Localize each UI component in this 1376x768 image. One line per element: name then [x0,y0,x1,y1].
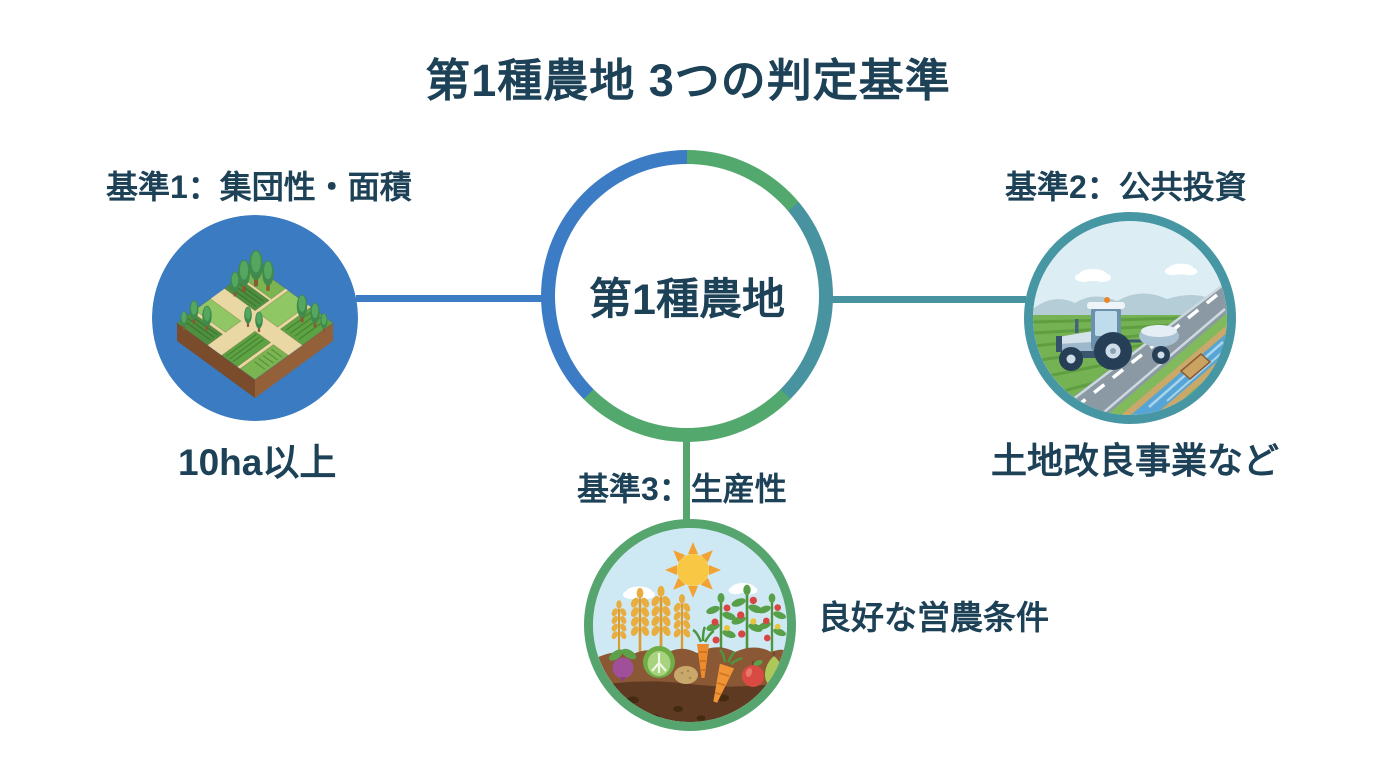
crops-sun-soil-icon [593,528,787,722]
criterion2-circle [1024,212,1236,424]
road-center-dashes [1069,293,1219,413]
criterion1-value: 10ha以上 [178,442,337,483]
criterion2-label: 基準2：公共投資 [1005,169,1247,205]
field-grid [176,265,334,381]
center-node: 第1種農地 [555,164,819,428]
connector-line-criterion3 [683,440,690,522]
criterion2-value: 土地改良事業など [991,440,1280,481]
criterion1-circle [152,215,358,421]
mountains [1033,293,1227,319]
tractor-road-canal-icon [1033,221,1227,415]
apple-icon [742,659,764,687]
criterion3-circle [584,519,796,731]
criterion3-label: 基準3：生産性 [577,471,787,507]
beet-icon [609,648,637,682]
criterion3-value: 良好な営農条件 [818,599,1049,636]
connector-line-criterion1 [356,295,542,302]
cabbage-icon [643,646,675,678]
potato-icon [674,666,698,684]
carrot-icon [713,648,743,703]
vegetables [609,626,783,703]
irrigation-canal [1131,333,1227,415]
isometric-farmland-icon [152,215,358,421]
canal-crossing [1179,353,1212,380]
center-node-label: 第1種農地 [589,276,785,324]
tractor-icon [1056,297,1179,371]
page-title: 第1種農地 3つの判定基準 [425,55,951,106]
subsoil [593,681,787,722]
center-ring: 第1種農地 [541,150,833,442]
connector-line-criterion2 [832,296,1026,303]
criterion1-label: 基準1：集団性・面積 [106,169,412,205]
carrot-icon [692,626,715,678]
sun-icon [665,542,721,598]
